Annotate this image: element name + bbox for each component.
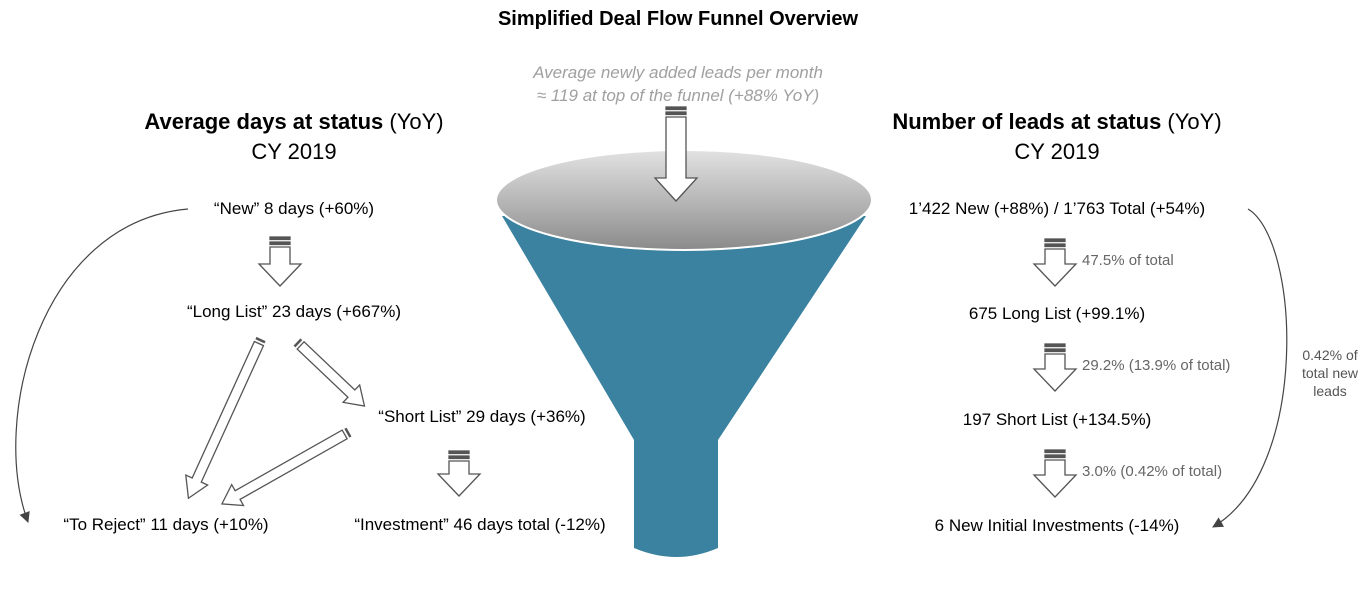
left-panel-heading: Average days at status (YoY) CY 2019 [144,107,443,167]
side-note-line2: total new [1301,365,1359,381]
right-heading-bold: Number of leads at status [892,109,1162,134]
right-curve-new-to-investments [1212,208,1288,528]
left-status-long-list: “Long List” 23 days (+667%) [186,302,402,321]
right-arrow-long-to-short [1032,343,1078,392]
side-note-line1: 0.42% of [1302,347,1358,363]
right-status-short-list: 197 Short List (+134.5%) [962,410,1152,429]
left-status-new: “New” 8 days (+60%) [213,199,375,218]
left-heading-suffix: (YoY) [383,109,444,134]
funnel-note: Average newly added leads per month ≈ 11… [533,61,823,107]
left-arrow-new-to-long [257,236,303,287]
right-conversion-2: 29.2% (13.9% of total) [1082,357,1231,374]
left-subheading: CY 2019 [251,139,337,164]
left-status-to-reject: “To Reject” 11 days (+10%) [63,515,269,534]
right-arrow-short-to-investments [1032,449,1078,498]
right-status-long-list: 675 Long List (+99.1%) [968,304,1146,323]
right-side-note: 0.42% of total new leads [1302,346,1358,400]
left-status-short-list: “Short List” 29 days (+36%) [378,407,586,426]
left-arrow-long-to-short [293,338,366,407]
right-subheading: CY 2019 [1014,139,1100,164]
right-status-investments: 6 New Initial Investments (-14%) [934,516,1180,535]
right-status-new: 1’422 New (+88%) / 1’763 Total (+54%) [908,199,1206,218]
left-curve-new-to-reject [15,208,189,524]
left-arrow-long-to-reject [185,336,266,500]
funnel-note-line1: Average newly added leads per month [533,63,823,82]
right-heading-suffix: (YoY) [1161,109,1222,134]
funnel-top [496,150,872,250]
left-arrow-short-to-investment [436,450,482,497]
right-panel-heading: Number of leads at status (YoY) CY 2019 [892,107,1221,167]
right-arrow-new-to-long [1032,238,1078,287]
right-conversion-3: 3.0% (0.42% of total) [1082,463,1223,480]
funnel-input-arrow [653,106,699,202]
page-title: Simplified Deal Flow Funnel Overview [497,8,859,30]
left-status-investment: “Investment” 46 days total (-12%) [354,515,606,534]
side-note-line3: leads [1313,383,1347,399]
funnel-body [502,216,866,557]
left-heading-bold: Average days at status [144,109,384,134]
funnel-note-line2: ≈ 119 at top of the funnel (+88% YoY) [536,86,820,105]
funnel [495,149,873,557]
left-arrow-short-to-reject [220,427,352,507]
right-conversion-1: 47.5% of total [1082,252,1174,269]
